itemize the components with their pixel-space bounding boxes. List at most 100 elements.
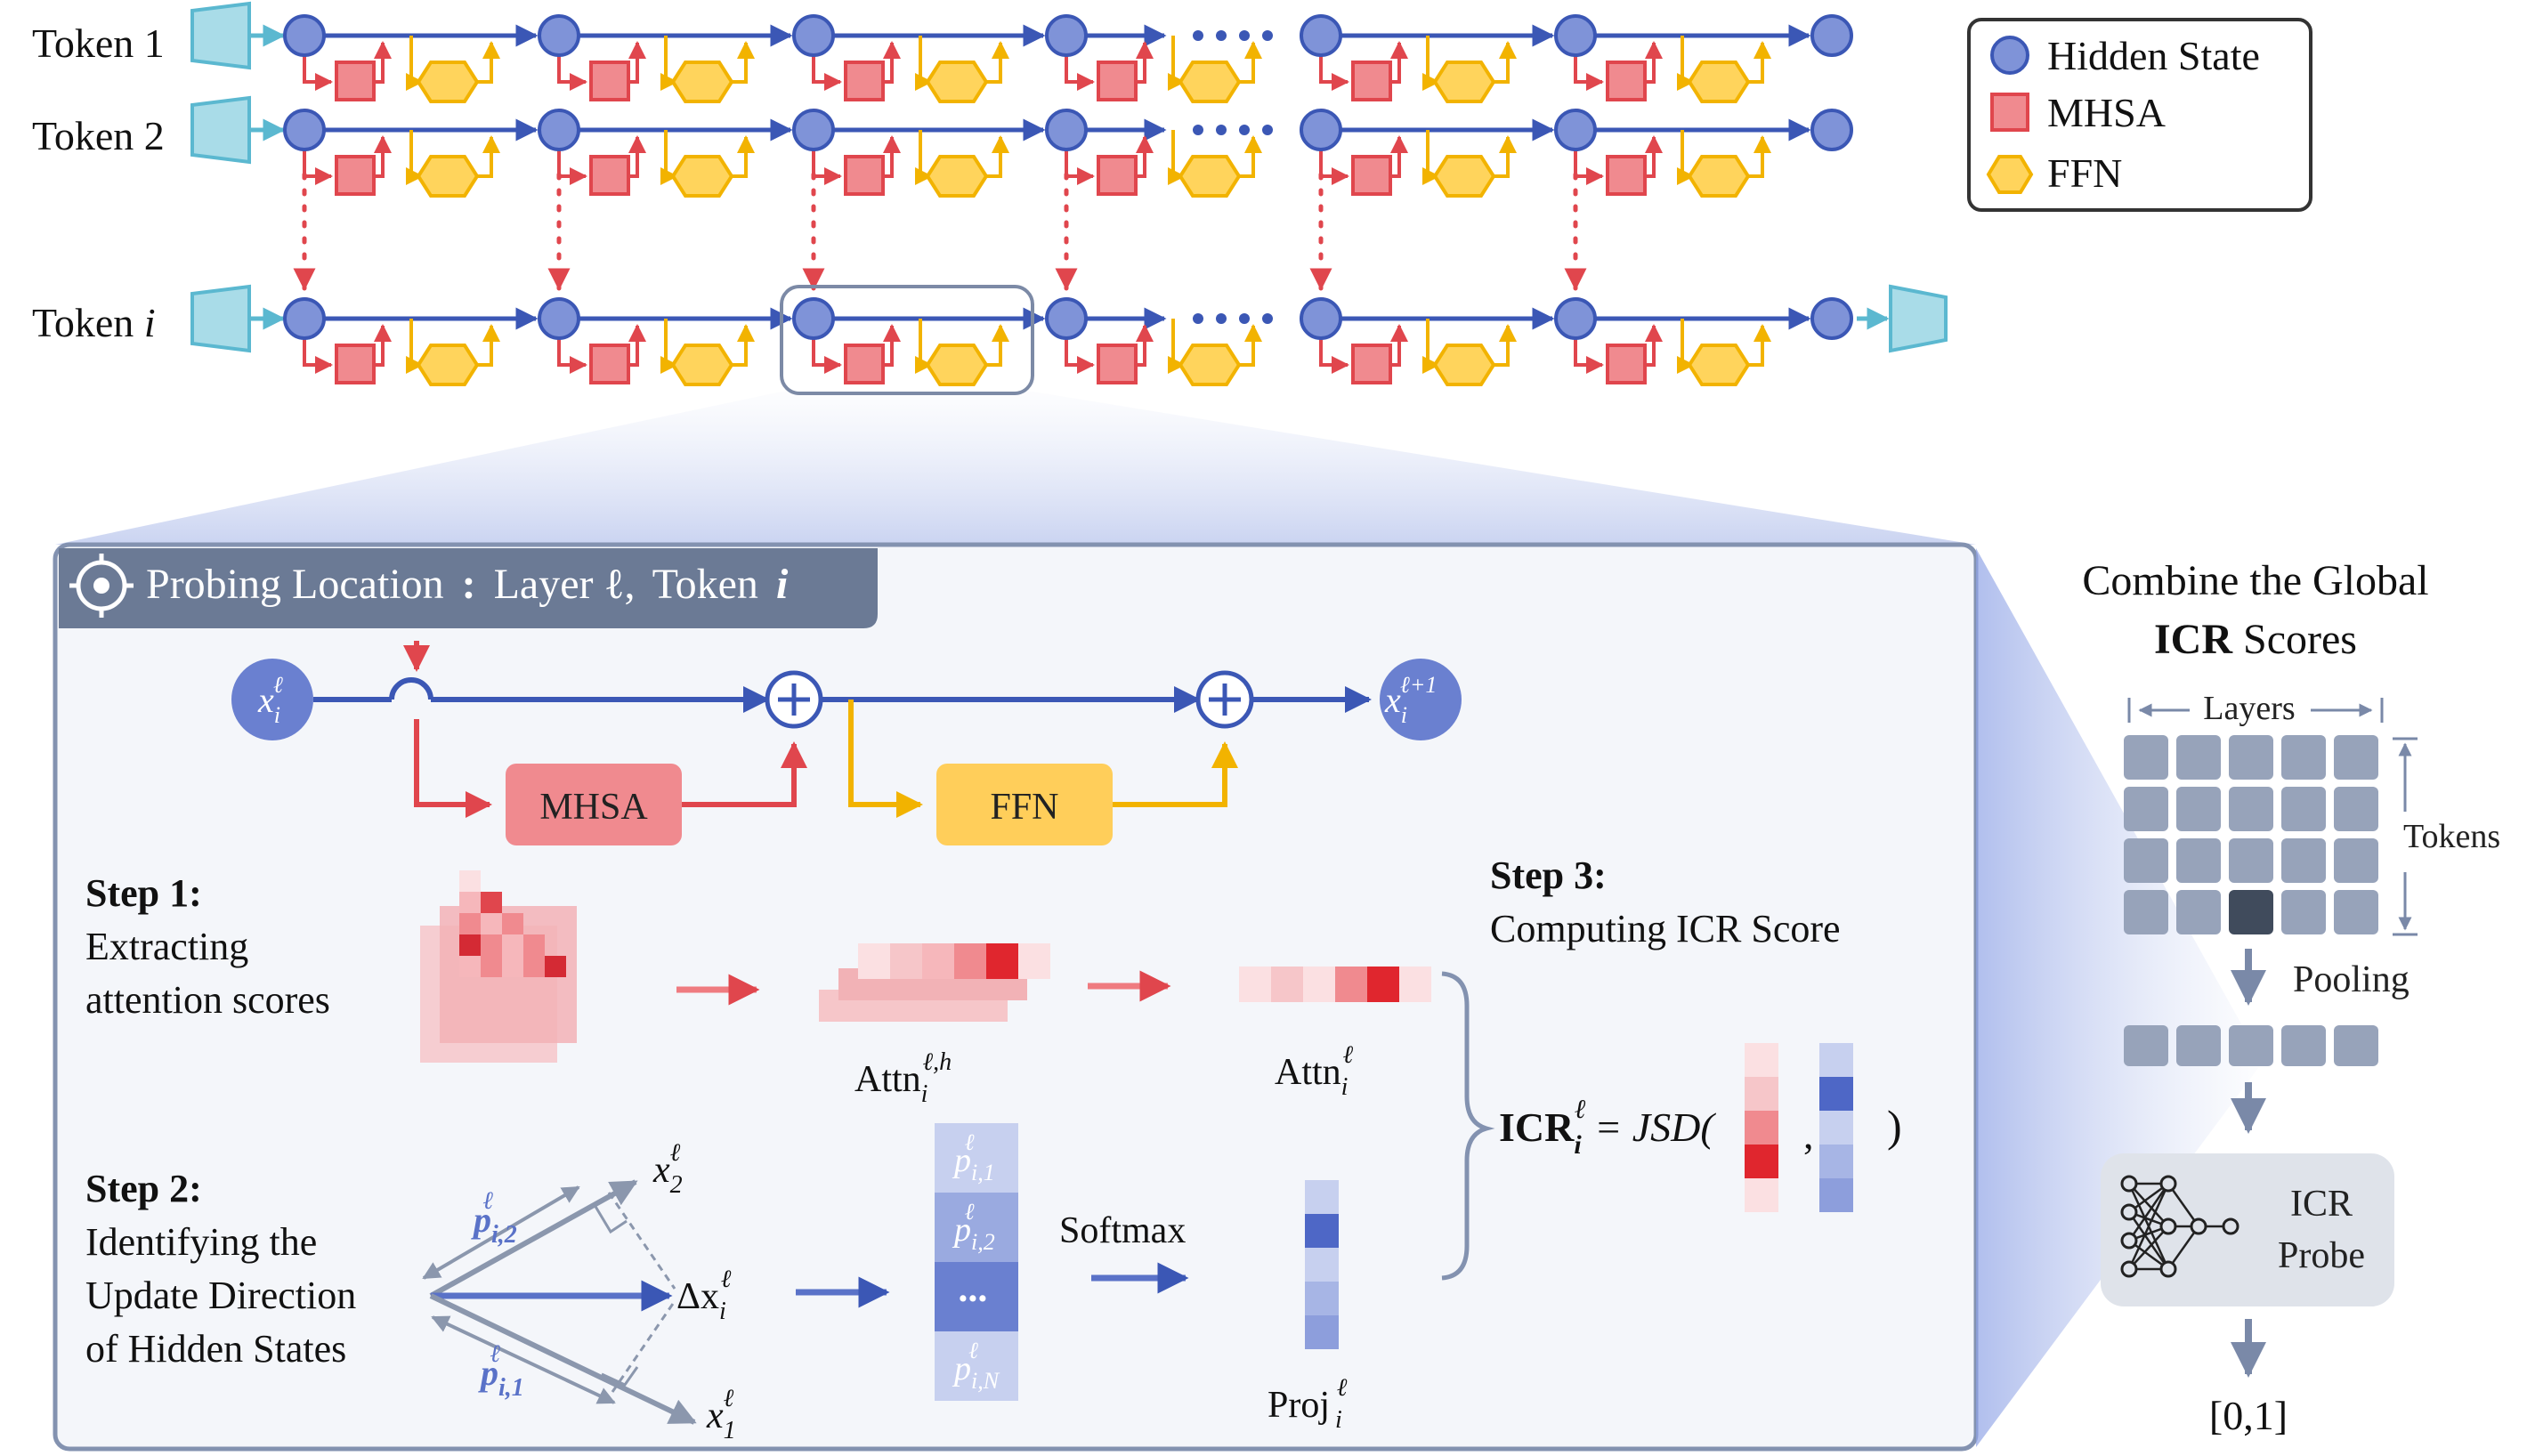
mhsa-block — [1097, 344, 1138, 384]
icr-score-cell — [2124, 735, 2168, 780]
ffn-in-arrow — [1677, 130, 1695, 185]
probing-panel: Probing Location : Layer ℓ, Token i xiℓ … — [53, 542, 1979, 1452]
hidden-state-node — [1045, 297, 1088, 340]
ffn-block — [416, 155, 480, 198]
ffn-in-arrow — [1168, 319, 1186, 374]
legend-hidden-state-label: Hidden State — [2047, 33, 2260, 78]
icr-score-cell — [2334, 735, 2378, 780]
mhsa-block — [589, 155, 630, 196]
projection-cell — [935, 1262, 1018, 1331]
attention-head-cell — [890, 943, 922, 979]
hidden-state-node — [283, 14, 326, 57]
comma-label: , — [1803, 1112, 1814, 1157]
update-direction-vectors — [422, 1179, 697, 1425]
output-range-label: [0,1] — [2209, 1393, 2288, 1438]
mhsa-block — [1606, 61, 1647, 101]
ffn-in-arrow — [915, 36, 933, 91]
pooled-score-cell — [2176, 1025, 2221, 1066]
attention-head-cell — [986, 943, 1018, 979]
step3-line1: Computing ICR Score — [1490, 907, 1841, 950]
ffn-out-arrow — [986, 135, 1009, 178]
mhsa-out-arrow — [374, 41, 392, 84]
mhsa-out-arrow — [628, 135, 646, 178]
x1-label: x1ℓ — [706, 1385, 736, 1444]
attention-cell — [523, 956, 545, 977]
ffn-out-arrow — [986, 41, 1009, 84]
ffn-in-arrow — [660, 319, 678, 374]
ffn-in-arrow — [660, 36, 678, 91]
mhsa-in-arrow — [1065, 150, 1095, 185]
ffn-block — [416, 344, 480, 386]
mhsa-block — [1606, 155, 1647, 196]
probing-title-bar — [59, 548, 878, 628]
attention-head-cell — [858, 943, 890, 979]
hidden-state-node — [1300, 109, 1342, 151]
ffn-in-arrow — [1168, 130, 1186, 185]
projection-cell — [935, 1123, 1018, 1193]
softmax-label: Softmax — [1059, 1210, 1186, 1251]
mhsa-out-arrow — [374, 135, 392, 178]
icr-score-cell — [2229, 787, 2273, 831]
lm-head — [1889, 284, 1948, 353]
mhsa-in-arrow — [1319, 55, 1349, 91]
ffn-in-arrow — [1422, 319, 1440, 374]
hidden-state-legend-icon — [1990, 36, 2029, 75]
nn-edge — [2167, 1225, 2200, 1270]
attention-agg-cell — [1239, 967, 1271, 1002]
icr-score-cell — [2124, 838, 2168, 883]
projection-dist-cell — [1305, 1214, 1339, 1248]
mhsa-block — [1097, 61, 1138, 101]
hidden-state-node — [1554, 109, 1597, 151]
ffn-block — [670, 344, 734, 386]
step1-line2: attention scores — [85, 978, 330, 1022]
projection-label: pi,Nℓ — [952, 1338, 1000, 1394]
projection-cell — [935, 1193, 1018, 1262]
hidden-state-node — [792, 14, 835, 57]
step2-title: Step 2: — [85, 1167, 202, 1210]
ffn-block — [1178, 155, 1242, 198]
mhsa-out-arrow — [628, 41, 646, 84]
mhsa-in-arrow — [1574, 55, 1604, 91]
ffn-in-arrow — [406, 130, 424, 185]
step1-line1: Extracting — [85, 925, 248, 968]
mhsa-in-arrow — [812, 338, 842, 374]
mhsa-block — [1351, 61, 1392, 101]
mhsa-out-arrow — [1390, 135, 1408, 178]
ffn-block — [1178, 344, 1242, 386]
icr-score-cell — [2281, 890, 2326, 934]
token-2-label: Token 2 — [32, 113, 165, 158]
ffn-in-arrow — [1677, 319, 1695, 374]
nn-node — [2159, 1217, 2177, 1235]
hidden-state-node — [283, 109, 326, 151]
ffn-out-arrow — [1239, 135, 1262, 178]
attention-cell — [459, 892, 481, 913]
icr-score-cell — [2229, 890, 2273, 934]
ffn-block — [1687, 344, 1751, 386]
nn-node — [2159, 1175, 2177, 1193]
mhsa-in-arrow — [1319, 338, 1349, 374]
attention-vector-cell — [1745, 1077, 1778, 1111]
nn-edge — [2167, 1183, 2200, 1227]
neural-network-icon — [2120, 1175, 2239, 1278]
ffn-in-arrow — [915, 130, 933, 185]
hidden-state-node — [538, 109, 580, 151]
ffn-in-arrow — [1677, 36, 1695, 91]
ffn-block — [1432, 155, 1496, 198]
mhsa-in-arrow — [557, 150, 587, 185]
projection-vector-cell — [1819, 1145, 1853, 1178]
nn-edge — [2127, 1183, 2170, 1270]
ffn-out-arrow — [1239, 324, 1262, 367]
ellipsis-dot — [1239, 125, 1250, 135]
ellipsis-dot — [1239, 30, 1250, 41]
icr-score-cell — [2124, 890, 2168, 934]
nn-edge — [2128, 1183, 2169, 1227]
probe-ffn-label: FFN — [990, 787, 1058, 828]
mhsa-out-arrow — [883, 324, 901, 367]
projection-vector-cell — [1819, 1178, 1853, 1212]
token-embedding-2 — [190, 95, 251, 165]
ellipsis-dot — [1193, 313, 1203, 324]
input-hidden-label: xiℓ — [257, 672, 283, 728]
hidden-state-node — [1810, 109, 1853, 151]
mhsa-in-arrow — [303, 55, 333, 91]
